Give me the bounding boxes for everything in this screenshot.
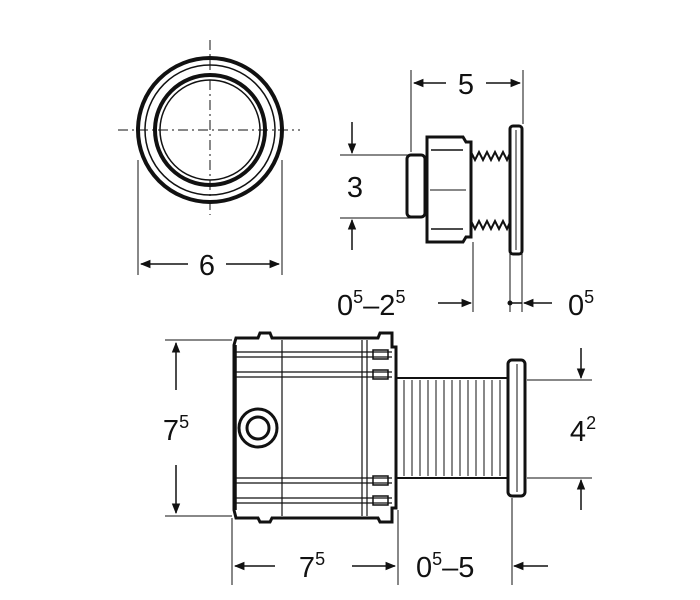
body-height-label: 75: [163, 412, 189, 447]
sleeve-diameter-label: 42: [570, 413, 596, 448]
side-length-label: 5: [458, 69, 474, 101]
side-height-label: 3: [347, 172, 363, 204]
front-view: 6: [118, 40, 300, 282]
plate-thickness-label: 05: [568, 287, 594, 322]
front-diameter-label: 6: [199, 250, 215, 282]
side-view: 5 3 05–25 05: [337, 69, 594, 322]
sleeve-range-label: 05–5: [416, 549, 474, 584]
assembly-view: 75 42 75 05–5: [163, 331, 596, 585]
sleeve-ribs: [403, 380, 501, 476]
spacer-range-label: 05–25: [337, 287, 405, 322]
body-length-label: 75: [299, 549, 325, 584]
